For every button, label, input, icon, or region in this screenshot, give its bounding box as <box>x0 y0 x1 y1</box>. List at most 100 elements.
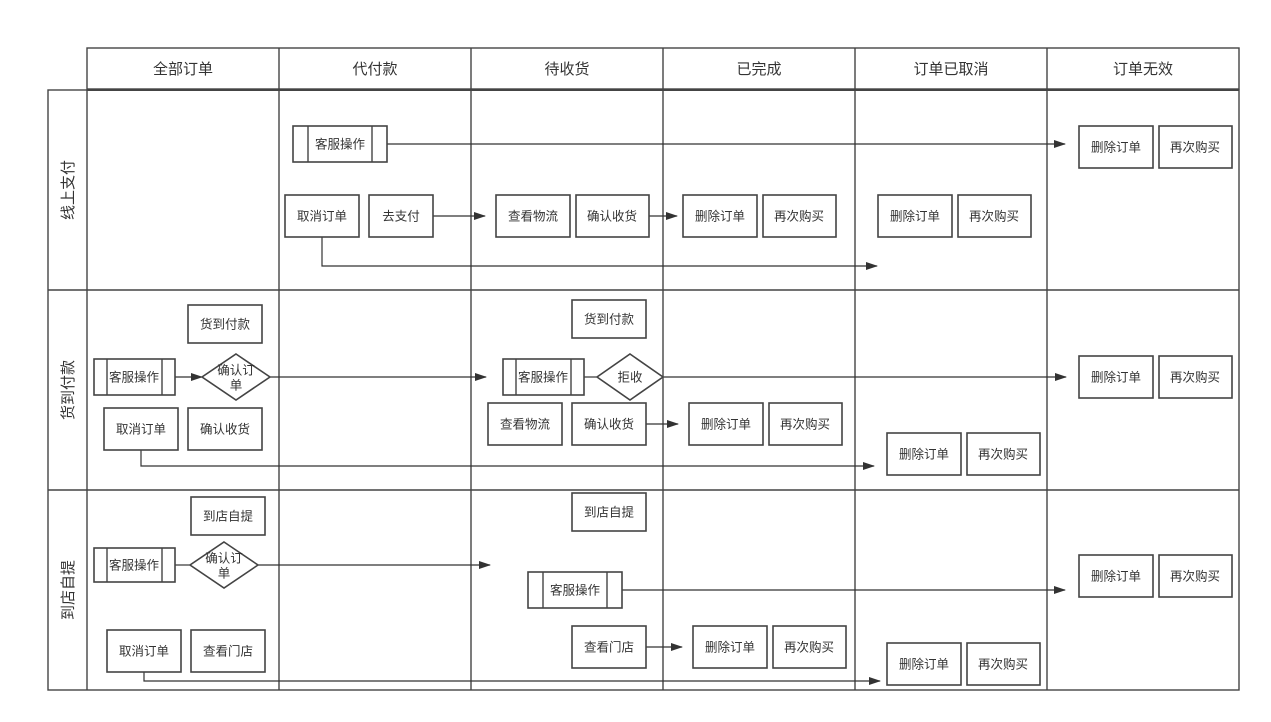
button-label: 再次购买 <box>1170 140 1220 155</box>
cancel-order-button[interactable]: 取消订单 <box>284 194 360 238</box>
button-label: 查看门店 <box>584 640 634 655</box>
view-store-button[interactable]: 查看门店 <box>571 625 647 669</box>
decision-label-line1: 确认订 <box>205 551 243 566</box>
go-pay-button[interactable]: 去支付 <box>368 194 434 238</box>
column-header-pending-payment: 代付款 <box>352 60 397 78</box>
connectors <box>140 140 1067 685</box>
store-pickup-label-box: 到店自提 <box>571 492 647 532</box>
view-store-button[interactable]: 查看门店 <box>190 629 266 673</box>
button-label: 取消订单 <box>116 422 166 437</box>
buy-again-button[interactable]: 再次购买 <box>966 432 1041 476</box>
box-label: 到店自提 <box>203 509 254 524</box>
button-label: 查看物流 <box>508 209 559 224</box>
arrow-cancel-to-cancelled-l2 <box>140 450 875 470</box>
buy-again-button[interactable]: 再次购买 <box>1158 554 1233 598</box>
button-label: 删除订单 <box>890 209 940 224</box>
column-header-completed: 已完成 <box>736 60 781 78</box>
decision-label-line2: 单 <box>218 566 231 581</box>
button-label: 删除订单 <box>1091 370 1141 385</box>
cancel-order-button[interactable]: 取消订单 <box>103 407 179 451</box>
delete-order-button[interactable]: 删除订单 <box>886 432 962 476</box>
cs-operation-node[interactable]: 客服操作 <box>292 125 388 163</box>
decision-label-line1: 确认订 <box>217 363 255 378</box>
confirm-receipt-button[interactable]: 确认收货 <box>187 407 263 451</box>
button-label: 查看门店 <box>203 644 253 659</box>
view-logistics-button[interactable]: 查看物流 <box>487 402 563 446</box>
delete-order-button[interactable]: 删除订单 <box>877 194 953 238</box>
button-label: 取消订单 <box>297 209 347 224</box>
cancel-order-button[interactable]: 取消订单 <box>106 629 182 673</box>
node-label: 客服操作 <box>550 583 601 598</box>
button-label: 再次购买 <box>978 657 1028 672</box>
arrow-cancel-to-cancelled-l3 <box>143 672 881 685</box>
button-label: 删除订单 <box>701 417 751 432</box>
column-headers: 全部订单 代付款 待收货 已完成 订单已取消 订单无效 <box>153 60 1173 78</box>
button-label: 再次购买 <box>780 417 830 432</box>
buy-again-button[interactable]: 再次购买 <box>1158 125 1233 169</box>
button-label: 取消订单 <box>119 644 169 659</box>
cs-operation-node[interactable]: 客服操作 <box>502 358 585 396</box>
cs-operation-node[interactable]: 客服操作 <box>527 571 623 609</box>
arrow-cancel-to-cancelled-l1 <box>321 237 878 270</box>
decision-label: 拒收 <box>617 370 643 385</box>
column-header-cancelled: 订单已取消 <box>913 60 988 78</box>
confirm-order-decision: 确认订 单 <box>188 541 260 589</box>
button-label: 再次购买 <box>969 209 1019 224</box>
delete-order-button[interactable]: 删除订单 <box>692 625 768 669</box>
cs-operation-node[interactable]: 客服操作 <box>93 358 176 396</box>
button-label: 确认收货 <box>200 422 250 437</box>
box-label: 到店自提 <box>584 505 635 520</box>
button-label: 再次购买 <box>1170 370 1220 385</box>
column-header-invalid: 订单无效 <box>1113 60 1173 78</box>
box-label: 货到付款 <box>584 312 635 327</box>
button-label: 删除订单 <box>899 447 949 462</box>
button-label: 再次购买 <box>784 640 834 655</box>
button-label: 删除订单 <box>1091 140 1141 155</box>
store-pickup-label-box: 到店自提 <box>190 496 266 536</box>
button-label: 确认收货 <box>587 209 637 224</box>
view-logistics-button[interactable]: 查看物流 <box>495 194 571 238</box>
confirm-receipt-button[interactable]: 确认收货 <box>575 194 650 238</box>
button-label: 确认收货 <box>584 417 634 432</box>
button-label: 删除订单 <box>1091 569 1141 584</box>
delete-order-button[interactable]: 删除订单 <box>1078 554 1154 598</box>
button-label: 再次购买 <box>978 447 1028 462</box>
buy-again-button[interactable]: 再次购买 <box>966 642 1041 686</box>
node-label: 客服操作 <box>109 558 160 573</box>
decision-label-line2: 单 <box>230 378 243 393</box>
lane-label-online-payment: 线上支付 <box>59 160 77 220</box>
cod-label-box: 货到付款 <box>571 299 647 339</box>
buy-again-button[interactable]: 再次购买 <box>1158 355 1233 399</box>
confirm-receipt-button[interactable]: 确认收货 <box>571 402 647 446</box>
buy-again-button[interactable]: 再次购买 <box>772 625 847 669</box>
lane-cash-on-delivery: 货到付款 客服操作 确认订 单 取消订单 确认收货 货到付款 <box>93 299 1233 476</box>
delete-order-button[interactable]: 删除订单 <box>688 402 764 446</box>
button-label: 再次购买 <box>1170 569 1220 584</box>
column-header-all-orders: 全部订单 <box>153 60 213 78</box>
grid <box>47 47 1240 691</box>
delete-order-button[interactable]: 删除订单 <box>1078 355 1154 399</box>
confirm-order-decision: 确认订 单 <box>200 353 272 401</box>
node-label: 客服操作 <box>315 137 366 152</box>
lane-labels: 线上支付 货到付款 到店自提 <box>59 160 77 620</box>
delete-order-button[interactable]: 删除订单 <box>1078 125 1154 169</box>
cod-label-box: 货到付款 <box>187 304 263 344</box>
button-label: 删除订单 <box>899 657 949 672</box>
cs-operation-node[interactable]: 客服操作 <box>93 547 176 583</box>
buy-again-button[interactable]: 再次购买 <box>957 194 1032 238</box>
button-label: 再次购买 <box>774 209 824 224</box>
button-label: 查看物流 <box>500 417 551 432</box>
delete-order-button[interactable]: 删除订单 <box>682 194 758 238</box>
button-label: 去支付 <box>382 209 420 224</box>
reject-decision: 拒收 <box>595 353 665 401</box>
delete-order-button[interactable]: 删除订单 <box>886 642 962 686</box>
button-label: 删除订单 <box>695 209 745 224</box>
node-label: 客服操作 <box>109 370 160 385</box>
box-label: 货到付款 <box>200 317 251 332</box>
buy-again-button[interactable]: 再次购买 <box>762 194 837 238</box>
buy-again-button[interactable]: 再次购买 <box>768 402 843 446</box>
lane-store-pickup: 到店自提 客服操作 确认订 单 取消订单 查看门店 到店自提 <box>93 492 1233 686</box>
lane-label-store-pickup: 到店自提 <box>59 560 77 620</box>
button-label: 删除订单 <box>705 640 755 655</box>
